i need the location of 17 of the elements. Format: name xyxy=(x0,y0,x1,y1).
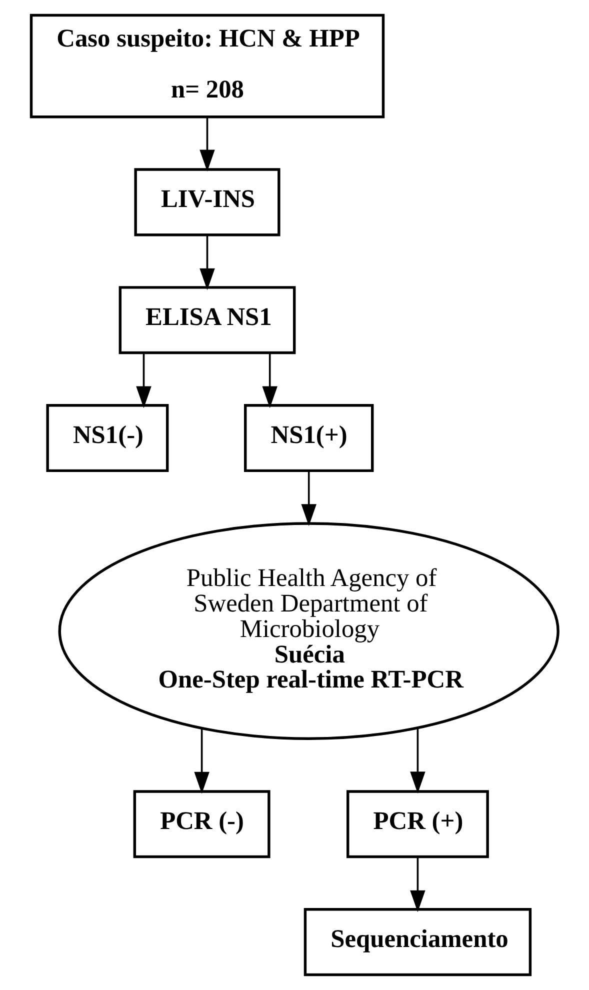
node-box: NS1(-) xyxy=(46,404,169,472)
node-box: LIV-INS xyxy=(134,168,280,236)
node-box: PCR (+) xyxy=(346,790,489,858)
arrow xyxy=(200,118,215,172)
arrow xyxy=(410,728,426,794)
node-box: ELISA NS1 xyxy=(118,286,296,354)
arrow xyxy=(136,352,152,408)
arrow xyxy=(262,352,278,408)
node-box: Sequenciamento xyxy=(304,908,532,976)
node-box: NS1(+) xyxy=(244,404,374,472)
node-box: PCR (-) xyxy=(133,790,270,858)
node-ellipse: Public Health Agency of Sweden Department of Microbiology Suécia One-Step real-time RT-PCR xyxy=(58,522,560,740)
arrow xyxy=(410,856,426,912)
arrow xyxy=(301,470,316,526)
arrow xyxy=(194,728,210,794)
node-box: Caso suspeito: HCN & HPP n= 208 xyxy=(30,14,385,118)
arrow xyxy=(200,235,215,290)
